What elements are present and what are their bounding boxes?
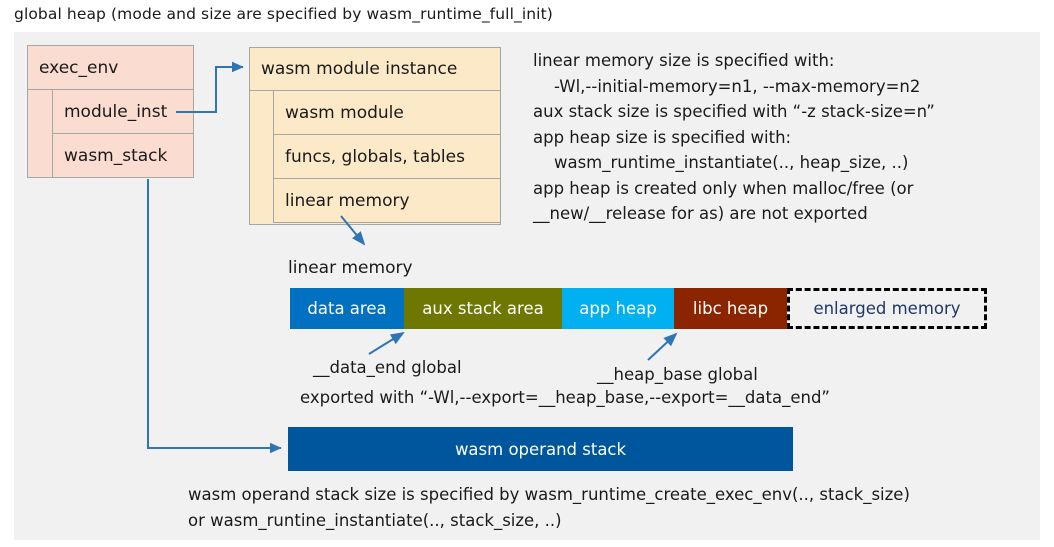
data-end-annotation: __data_end global	[313, 358, 462, 377]
memory-segment-label: data area	[307, 299, 387, 318]
wasm-operand-stack-bar: wasm operand stack	[288, 427, 793, 471]
wasm-module-instance-field-linear-memory: linear memory	[273, 178, 501, 223]
wasm-module-instance-field-wasm-module: wasm module	[273, 90, 501, 135]
exec-env-field-wasm-stack: wasm_stack	[52, 133, 194, 178]
exec-env-title-label: exec_env	[39, 57, 119, 78]
wasm-stack-label: wasm_stack	[64, 145, 168, 166]
wasm-module-instance-title-label: wasm module instance	[261, 59, 458, 79]
page-title: global heap (mode and size are specified…	[14, 5, 553, 23]
linear-memory-field-label: linear memory	[285, 190, 410, 211]
memory-segment-data-area: data area	[290, 288, 404, 329]
exec-env-header: exec_env	[27, 45, 194, 90]
memory-segment-app-heap: app heap	[562, 288, 674, 329]
bottom-note-text: wasm operand stack size is specified by …	[188, 485, 910, 530]
memory-segment-aux-stack-area: aux stack area	[404, 288, 562, 329]
linear-memory-bar: data area aux stack area app heap libc heap…	[290, 288, 987, 329]
exec-env-field-module-inst: module_inst	[52, 89, 194, 134]
memory-segment-libc-heap: libc heap	[674, 288, 787, 329]
memory-segment-label: enlarged memory	[813, 299, 961, 318]
linear-memory-caption: linear memory	[288, 258, 413, 278]
memory-segment-enlarged-memory: enlarged memory	[787, 288, 987, 329]
exported-with-annotation: exported with “-Wl,--export=__heap_base,…	[300, 388, 830, 407]
memory-segment-label: libc heap	[692, 299, 769, 318]
wasm-module-instance-field-funcs-globals-tables: funcs, globals, tables	[273, 134, 501, 179]
heap-base-annotation: __heap_base global	[597, 365, 758, 384]
wasm-module-instance-header: wasm module instance	[249, 47, 501, 91]
funcs-globals-tables-label: funcs, globals, tables	[285, 146, 465, 167]
module-inst-label: module_inst	[64, 101, 168, 122]
memory-segment-label: aux stack area	[422, 299, 544, 318]
wasm-module-label: wasm module	[285, 102, 404, 123]
memory-segment-label: app heap	[579, 299, 657, 318]
right-note-text: linear memory size is specified with: -W…	[533, 51, 935, 223]
wasm-operand-stack-label: wasm operand stack	[454, 439, 627, 459]
